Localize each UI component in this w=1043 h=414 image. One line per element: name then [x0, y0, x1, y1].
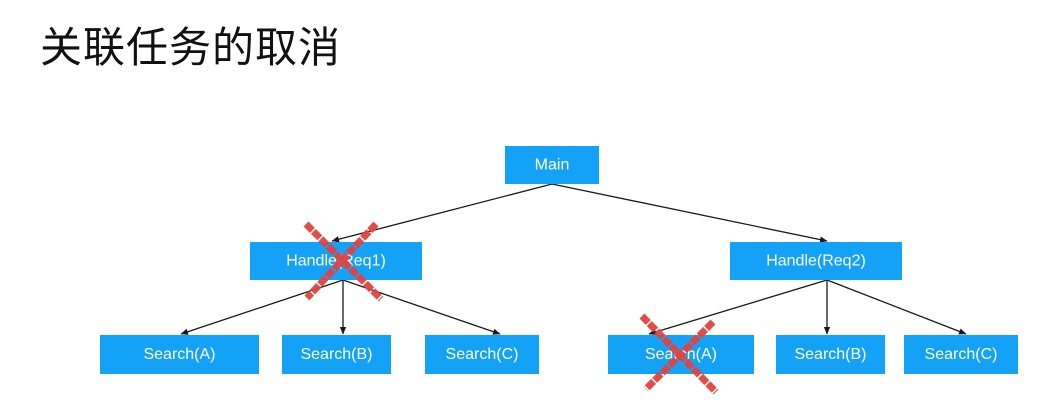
node-req1-search-b-box	[282, 335, 391, 374]
node-req2-search-c: Search(C)	[904, 335, 1018, 374]
node-main-box	[505, 146, 599, 184]
node-handle-req1-label: Handle(Req1)	[286, 253, 386, 270]
node-req2-search-b: Search(B)	[776, 335, 885, 374]
node-req2-search-c-box	[904, 335, 1018, 374]
node-main-label: Main	[535, 157, 570, 174]
cancel-stroke	[304, 221, 379, 301]
node-req1-search-a-label: Search(A)	[143, 346, 215, 363]
node-req2-search-c-label: Search(C)	[925, 346, 998, 363]
node-handle-req1-box	[250, 242, 422, 280]
node-req1-search-b-label: Search(B)	[300, 346, 372, 363]
node-req1-search-c: Search(C)	[425, 335, 539, 374]
node-handle-req2-label: Handle(Req2)	[766, 253, 866, 270]
node-handle-req2-box	[730, 242, 902, 280]
node-req1-search-c-label: Search(C)	[446, 346, 519, 363]
edge-req2-to-search-a	[648, 279, 828, 336]
node-handle-req2: Handle(Req2)	[730, 242, 902, 280]
node-req1-search-c-box	[425, 335, 539, 374]
edge-req2-to-search-c	[826, 279, 967, 335]
page-title: 关联任务的取消	[40, 23, 342, 72]
cancel-mark-req2-search-a	[639, 313, 719, 395]
node-main: Main	[505, 146, 599, 184]
node-req1-search-a: Search(A)	[100, 335, 259, 374]
node-req2-search-b-box	[776, 335, 885, 374]
node-req2-search-b-label: Search(B)	[794, 346, 866, 363]
edge-main-to-req1	[331, 183, 553, 243]
edge-main-to-req2	[551, 183, 828, 243]
cancel-stroke	[643, 319, 716, 392]
node-req1-search-b: Search(B)	[282, 335, 391, 374]
cancel-mark-handle-req1	[303, 221, 384, 302]
node-req1-search-a-box	[100, 335, 259, 374]
node-handle-req1: Handle(Req1)	[250, 242, 422, 280]
